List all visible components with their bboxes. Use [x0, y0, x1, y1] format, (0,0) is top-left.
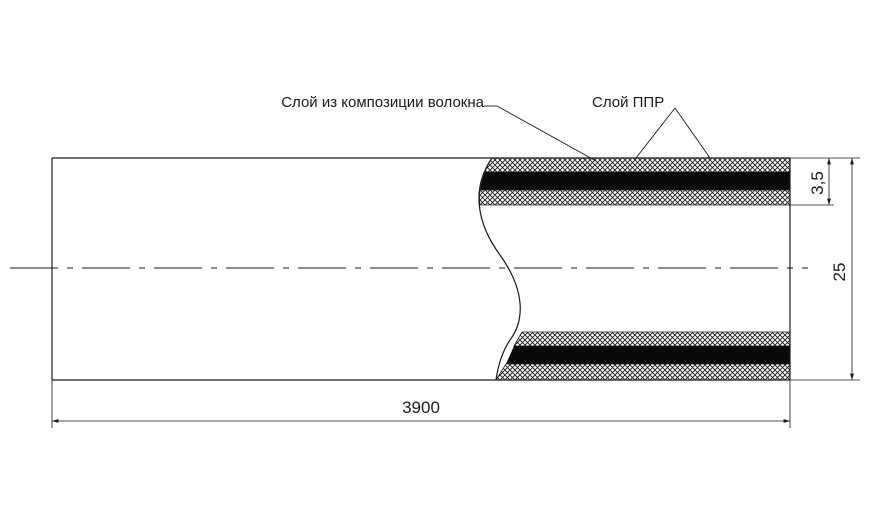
fiber-layer-label: Слой из композиции волокна	[281, 94, 484, 111]
wall-thickness-dimension	[790, 158, 834, 206]
fiber-layer-leader	[496, 105, 597, 162]
wall-thickness-label: 3,5	[808, 171, 827, 195]
top-fiber-layer	[480, 172, 790, 190]
break-line	[478, 157, 521, 381]
ppr-layer-leader-right	[674, 107, 711, 159]
top-ppr-outer-layer	[484, 157, 791, 173]
ppr-layer-label: Слой ППР	[592, 94, 664, 111]
annotation-leaders	[484, 105, 711, 162]
top-ppr-inner-layer	[479, 189, 791, 206]
ppr-layer-leader-left	[635, 107, 676, 159]
pipe-outline	[51, 157, 791, 381]
length-dimension-label: 3900	[402, 398, 440, 417]
diameter-dimension-label: 25	[830, 263, 849, 282]
bottom-fiber-layer	[506, 346, 790, 364]
bottom-ppr-outer-layer	[495, 363, 791, 381]
diameter-dimension	[790, 157, 860, 381]
top-pipe-wall	[479, 157, 791, 206]
length-dimension	[51, 380, 791, 428]
bottom-pipe-wall	[495, 331, 791, 381]
bottom-ppr-inner-layer	[513, 331, 791, 347]
